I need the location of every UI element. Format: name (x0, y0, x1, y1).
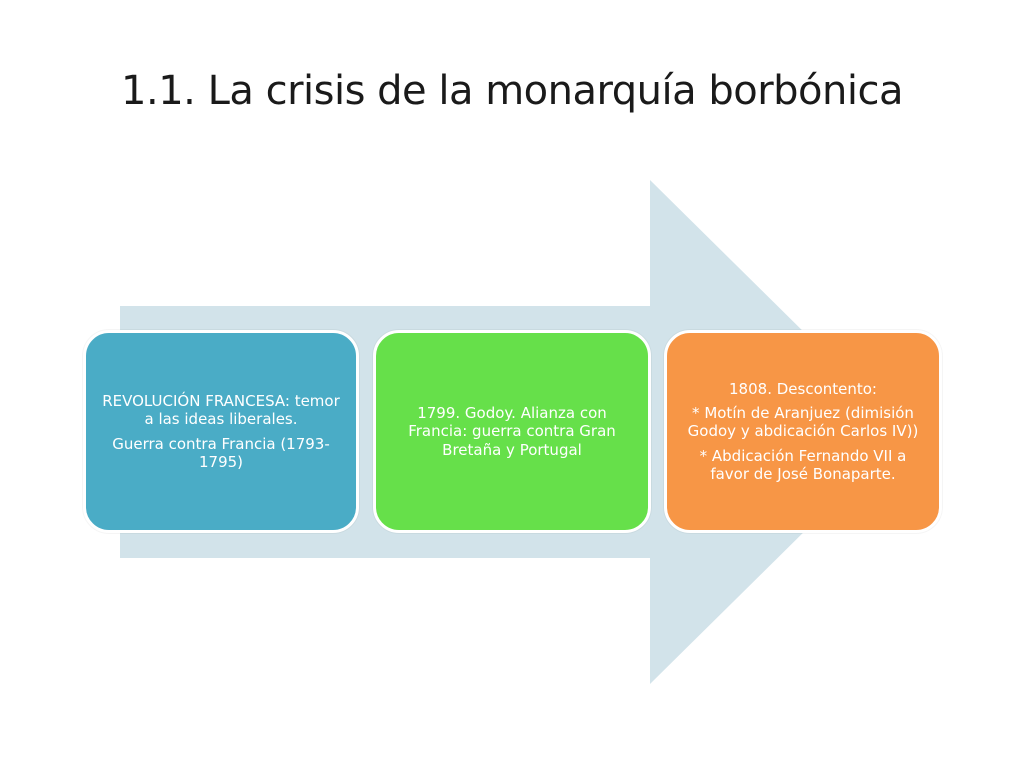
step-3-line-3: * Abdicación Fernando VII a favor de Jos… (699, 446, 907, 483)
slide-title: 1.1. La crisis de la monarquía borbónica (121, 68, 903, 114)
step-2-line-1: 1799. Godoy. Alianza con Francia: guerra… (408, 404, 616, 459)
step-3-line-2: * Motín de Aranjuez (dimisión Godoy y ab… (687, 404, 919, 441)
step-box-revolucion: REVOLUCIÓN FRANCESA: temor a las ideas l… (83, 330, 359, 533)
step-1-line-2: Guerra contra Francia (1793-1795) (112, 434, 330, 471)
step-box-godoy: 1799. Godoy. Alianza con Francia: guerra… (373, 330, 651, 533)
step-3-line-1: 1808. Descontento: (729, 379, 877, 398)
step-box-descontento: 1808. Descontento: * Motín de Aranjuez (… (664, 330, 942, 533)
step-1-line-1: REVOLUCIÓN FRANCESA: temor a las ideas l… (102, 391, 340, 429)
